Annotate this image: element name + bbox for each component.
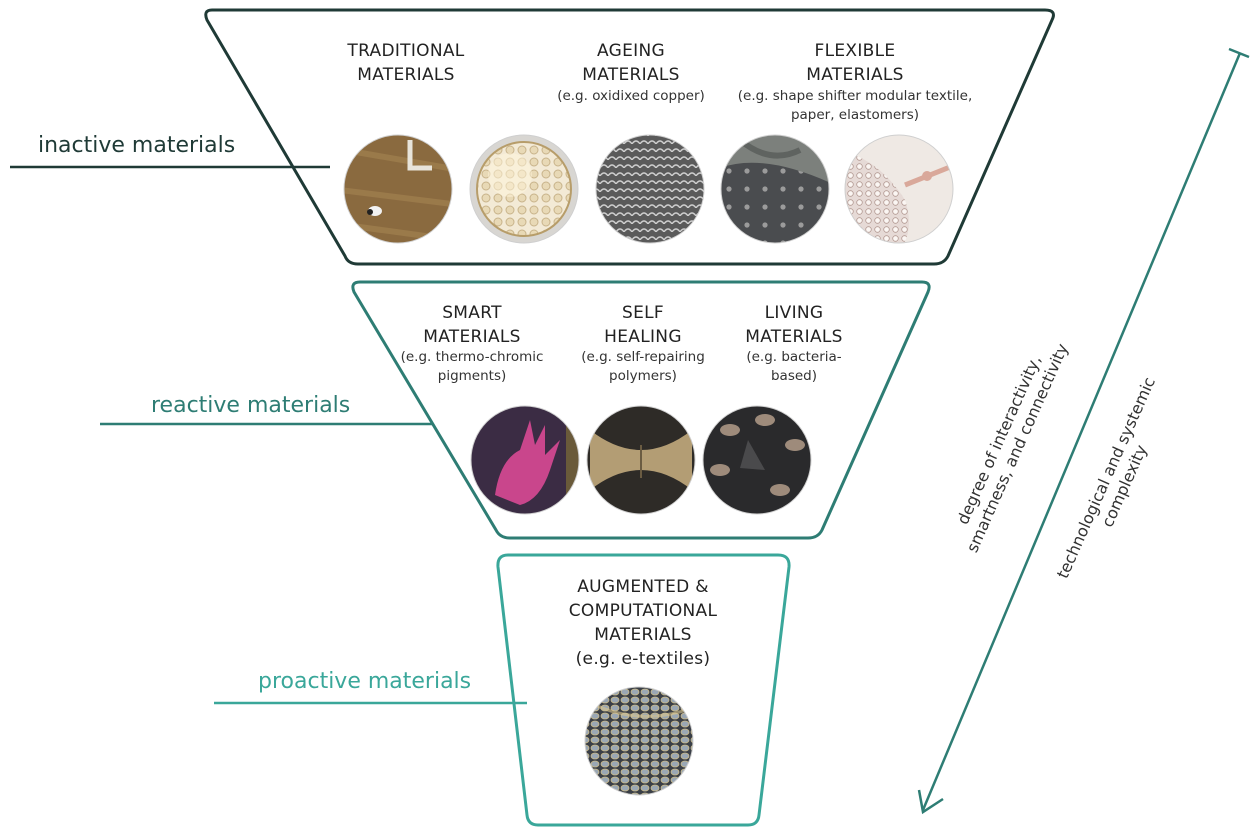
svg-text:AGEING: AGEING [597,41,665,61]
svg-text:HEALING: HEALING [604,327,682,347]
svg-text:AUGMENTED &: AUGMENTED & [577,577,709,597]
bacteria-based-material-photo [697,400,817,520]
smart-materials-heading: SMART MATERIALS (e.g. thermo-chromic pig… [401,303,544,384]
svg-text:COMPUTATIONAL: COMPUTATIONAL [569,601,718,621]
living-materials-heading: LIVING MATERIALS (e.g. bacteria- based) [745,303,843,384]
svg-text:MATERIALS: MATERIALS [594,625,692,645]
svg-text:paper, elastomers): paper, elastomers) [791,107,919,123]
svg-text:(e.g. bacteria-: (e.g. bacteria- [746,349,841,365]
reactive-label: reactive materials [151,393,350,418]
svg-text:(e.g. shape shifter modular te: (e.g. shape shifter modular textile, [738,88,972,104]
traditional-materials-heading: TRADITIONAL MATERIALS [346,41,464,85]
e-textile-photo [580,682,700,802]
svg-text:(e.g. e-textiles): (e.g. e-textiles) [576,649,711,669]
self-healing-polymer-photo [581,400,701,520]
perforated-paper-garment-photo [840,130,960,250]
svg-text:FLEXIBLE: FLEXIBLE [815,41,896,61]
svg-text:(e.g. self-repairing: (e.g. self-repairing [581,349,705,365]
modular-textile-photo [715,130,835,250]
svg-text:SMART: SMART [442,303,502,323]
flexible-materials-heading: FLEXIBLE MATERIALS (e.g. shape shifter m… [738,41,972,123]
svg-text:pigments): pigments) [438,368,507,384]
svg-text:MATERIALS: MATERIALS [423,327,521,347]
oxidized-copper-texture-photo [590,130,710,250]
svg-text:MATERIALS: MATERIALS [357,65,455,85]
svg-text:polymers): polymers) [609,368,677,384]
svg-text:TRADITIONAL: TRADITIONAL [346,41,464,61]
svg-text:(e.g. thermo-chromic: (e.g. thermo-chromic [401,349,544,365]
svg-text:SELF: SELF [622,303,664,323]
svg-text:(e.g. oxidixed copper): (e.g. oxidixed copper) [557,88,705,104]
svg-text:LIVING: LIVING [765,303,824,323]
inactive-label: inactive materials [38,133,235,158]
ageing-materials-heading: AGEING MATERIALS (e.g. oxidixed copper) [557,41,705,104]
svg-text:based): based) [771,368,817,384]
complexity-axis-label: technological and systemic complexity [1053,374,1177,589]
augmented-computational-heading: AUGMENTED & COMPUTATIONAL MATERIALS (e.g… [569,577,718,669]
self-healing-heading: SELF HEALING (e.g. self-repairing polyme… [581,303,705,384]
svg-text:smartness, and connectivity: smartness, and connectivity [963,341,1072,556]
thermochromic-handprint-photo [465,400,585,520]
svg-text:MATERIALS: MATERIALS [582,65,680,85]
svg-text:MATERIALS: MATERIALS [806,65,904,85]
interactivity-axis-label: degree of interactivity, smartness, and … [944,332,1072,555]
woven-sphere-lamp-photo [465,130,585,250]
dry-grass-field-photo [340,130,460,250]
proactive-label: proactive materials [258,669,471,694]
complexity-axis-arrow [919,49,1249,812]
svg-text:technological and systemic: technological and systemic [1053,374,1159,581]
svg-text:MATERIALS: MATERIALS [745,327,843,347]
